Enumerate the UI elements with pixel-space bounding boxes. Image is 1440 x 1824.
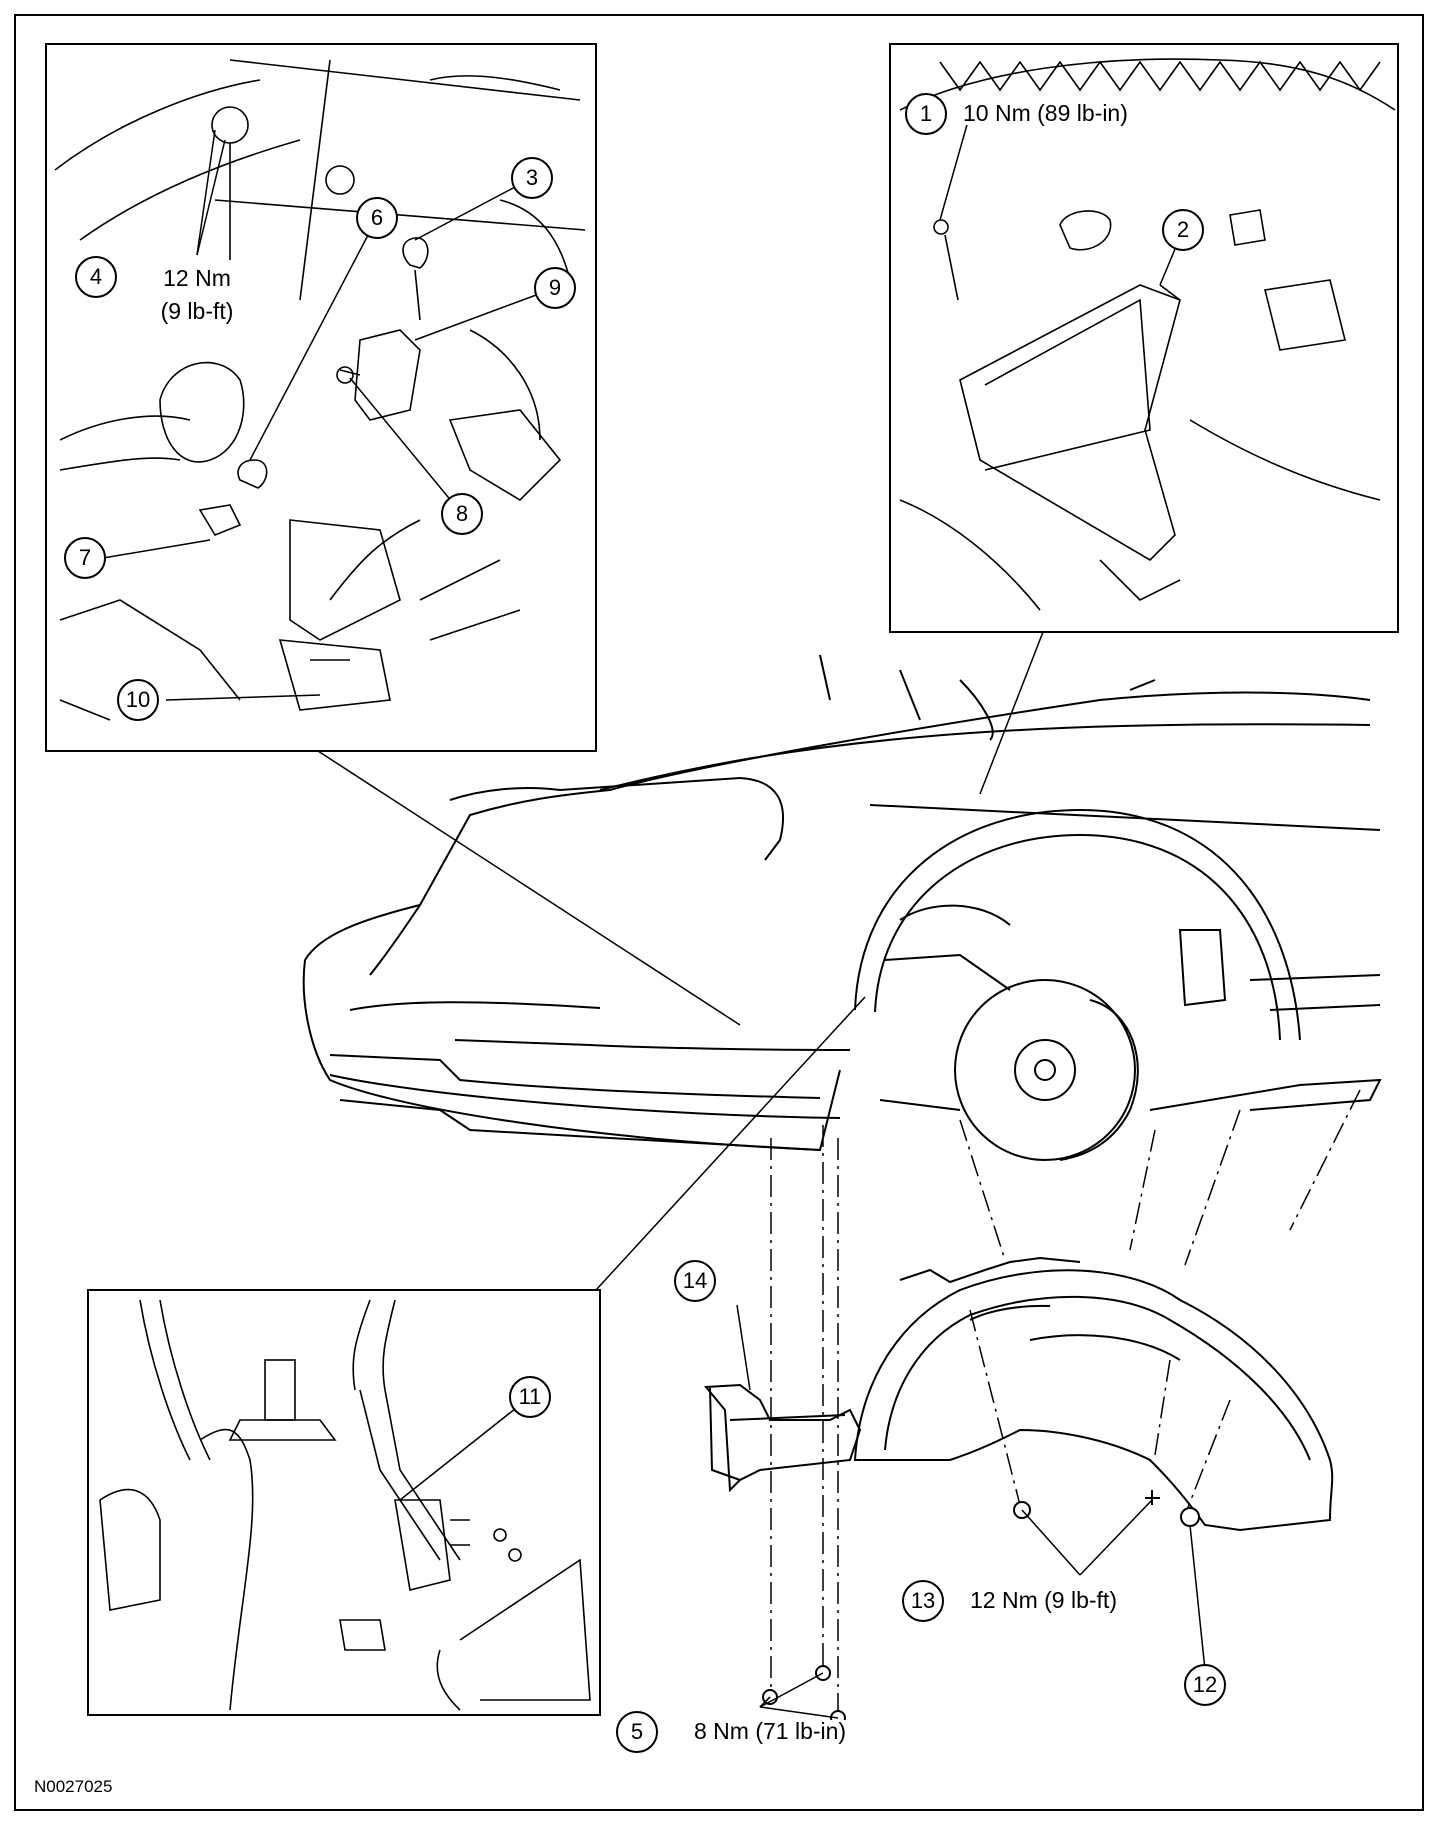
callout-8: 8	[441, 493, 483, 535]
vehicle-front-quarter	[302, 654, 1382, 1161]
alignment-lines	[770, 1089, 1361, 1712]
callout-9: 9	[534, 267, 576, 309]
torque-label-item-5: 8 Nm (71 lb-in)	[692, 1718, 849, 1744]
connector-detail	[99, 1299, 591, 1711]
callout-2: 2	[1162, 209, 1204, 251]
callout-12: 12	[1184, 1664, 1226, 1706]
splash-shield	[703, 1383, 862, 1493]
inset-panel-connector	[87, 1289, 601, 1716]
fender-liner	[853, 1256, 1334, 1532]
callout-leaders	[102, 113, 1184, 1501]
callout-10: 10	[117, 679, 159, 721]
callout-4: 4	[75, 256, 117, 298]
engine-bay-detail	[54, 59, 586, 721]
torque-label-item-1: 10 Nm (89 lb-in)	[961, 100, 1130, 126]
inset-panel-pcm	[889, 43, 1399, 633]
callout-7: 7	[64, 537, 106, 579]
pcm-detail	[899, 58, 1396, 611]
figure-id: N0027025	[34, 1777, 113, 1796]
callout-1: 1	[905, 93, 947, 135]
torque-label-item-4-lbft: (9 lb-ft)	[158, 298, 236, 324]
inset-panel-engine-bay	[45, 43, 597, 752]
callout-6: 6	[356, 197, 398, 239]
callout-5: 5	[616, 1711, 658, 1753]
torque-label-item-4-nm: 12 Nm	[161, 265, 233, 291]
callout-14: 14	[674, 1260, 716, 1302]
torque-label-item-13: 12 Nm (9 lb-ft)	[968, 1587, 1119, 1613]
callout-13: 13	[902, 1580, 944, 1622]
callout-3: 3	[511, 157, 553, 199]
callout-11: 11	[509, 1376, 551, 1418]
figure-border	[14, 14, 1424, 1811]
